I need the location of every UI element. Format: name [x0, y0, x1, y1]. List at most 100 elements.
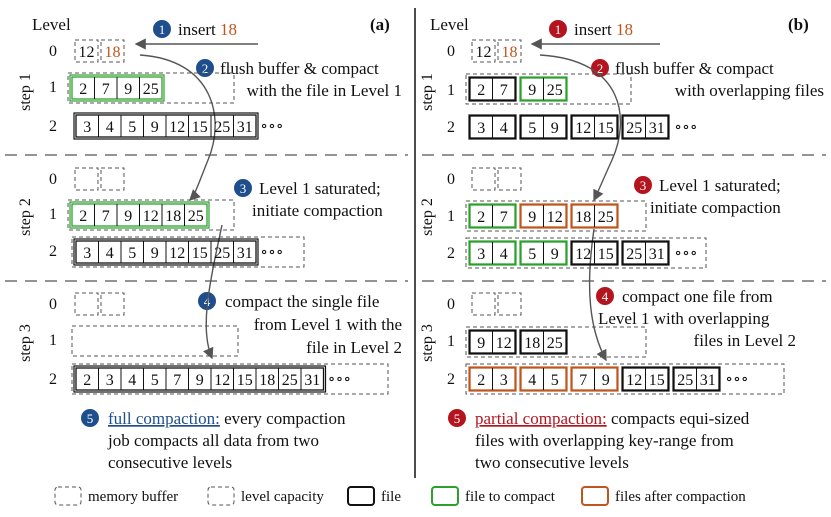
step-badge — [591, 59, 609, 77]
annotation-text: partial compaction: compacts equi-sized — [475, 409, 750, 428]
annotation-text: with the file in Level 1 — [247, 81, 402, 100]
legend-label: memory buffer — [88, 489, 178, 505]
memory-buffer-box — [74, 39, 99, 63]
key-value: 3 — [477, 246, 485, 263]
key-value: 4 — [106, 119, 114, 136]
level-label: 0 — [447, 43, 455, 60]
file-outer-box — [570, 114, 619, 140]
key-value: 9 — [528, 209, 536, 226]
key-value: 2 — [477, 82, 485, 99]
annotation-text: initiate compaction — [252, 201, 383, 220]
key-value: 31 — [649, 120, 665, 137]
key-value: 18 — [502, 44, 518, 61]
step-badge-number: 1 — [555, 22, 562, 37]
more-files-ellipsis: ∘∘∘ — [328, 371, 352, 388]
file-outer-box — [69, 74, 165, 102]
level-capacity-box — [71, 236, 305, 268]
annotation-text: flush buffer & compact — [615, 59, 774, 78]
key-value: 25 — [598, 209, 614, 226]
annotation-text: Level 1 saturated; — [659, 176, 781, 195]
annotation-text: full compaction: every compaction — [108, 409, 346, 428]
file-outer-box — [570, 366, 619, 392]
level-label: 1 — [447, 208, 455, 225]
key-value: 2 — [79, 81, 87, 98]
legend-file-swatch — [347, 486, 375, 506]
more-files-ellipsis: ∘∘∘ — [260, 244, 284, 261]
annotation-text: compact the single file — [225, 292, 379, 311]
insert-text: insert 18 — [574, 20, 633, 39]
file-outer-box — [73, 238, 259, 266]
annotation-text: consecutive levels — [108, 453, 232, 472]
key-value: 25 — [547, 335, 563, 352]
key-value: 25 — [677, 372, 693, 389]
flow-arrow — [139, 54, 216, 201]
annotation-text: initiate compaction — [650, 198, 781, 217]
key-value: 5 — [551, 372, 559, 389]
step-badge — [234, 179, 252, 197]
more-files-ellipsis: ∘∘∘ — [674, 245, 698, 262]
step-badge — [448, 409, 466, 427]
file-outer-box — [468, 114, 517, 140]
annotation-text: files in Level 2 — [694, 331, 796, 350]
memory-buffer-box — [497, 39, 522, 63]
key-value: 4 — [106, 245, 114, 262]
memory-buffer-box — [497, 292, 522, 316]
memory-buffer-box — [497, 167, 522, 191]
file-outer-box — [73, 112, 259, 140]
key-value: 18 — [105, 44, 121, 61]
level-capacity-box — [465, 363, 785, 395]
memory-buffer-box — [74, 292, 99, 316]
legend-file-to-compact-swatch — [431, 486, 459, 506]
key-value: 12 — [143, 208, 159, 225]
flow-arrow — [539, 54, 622, 202]
key-value: 31 — [237, 119, 253, 136]
step-label: step 2 — [419, 198, 436, 236]
file-outer-box — [621, 366, 670, 392]
file-outer-box — [621, 240, 670, 266]
key-value: 12 — [547, 209, 563, 226]
memory-buffer-box — [471, 39, 496, 63]
key-value: 2 — [477, 209, 485, 226]
step-badge-number: 3 — [240, 181, 247, 196]
key-value: 4 — [500, 120, 508, 137]
key-value: 3 — [500, 372, 508, 389]
step-label: step 1 — [419, 73, 436, 111]
key-value: 25 — [143, 81, 159, 98]
step-badge-number: 1 — [159, 22, 166, 37]
insert-text: insert 18 — [178, 20, 237, 39]
step-badge — [634, 176, 652, 194]
file-outer-box — [69, 201, 210, 229]
key-value: 15 — [649, 372, 665, 389]
step-badge — [153, 20, 171, 38]
key-value: 12 — [496, 335, 512, 352]
level-label: 0 — [49, 171, 57, 188]
level-label: 1 — [447, 333, 455, 350]
key-value: 25 — [214, 119, 230, 136]
panel-tag-b: (b) — [788, 15, 809, 34]
memory-buffer-box — [471, 167, 496, 191]
key-value: 25 — [188, 208, 204, 225]
key-value: 5 — [128, 119, 136, 136]
key-value: 4 — [128, 372, 136, 389]
memory-buffer-box — [74, 167, 99, 191]
file-box — [75, 367, 325, 391]
legend-memory-buffer-swatch — [54, 486, 82, 506]
key-value: 9 — [551, 120, 559, 137]
key-value: 15 — [598, 120, 614, 137]
key-value: 7 — [102, 81, 110, 98]
level-label: 0 — [49, 43, 57, 60]
panel-tag-a: (a) — [370, 15, 390, 34]
level-label: 0 — [447, 171, 455, 188]
level-capacity-box — [465, 237, 707, 269]
annotation-text: two consecutive levels — [475, 453, 629, 472]
key-value: 7 — [102, 208, 110, 225]
more-files-ellipsis: ∘∘∘ — [260, 118, 284, 135]
annotation-text: job compacts all data from two — [107, 431, 319, 450]
key-value: 12 — [169, 245, 185, 262]
key-value: 18 — [575, 209, 591, 226]
level-label: 0 — [447, 296, 455, 313]
key-value: 9 — [124, 208, 132, 225]
annotation-text: from Level 1 with the — [254, 315, 402, 334]
key-value: 3 — [83, 245, 91, 262]
